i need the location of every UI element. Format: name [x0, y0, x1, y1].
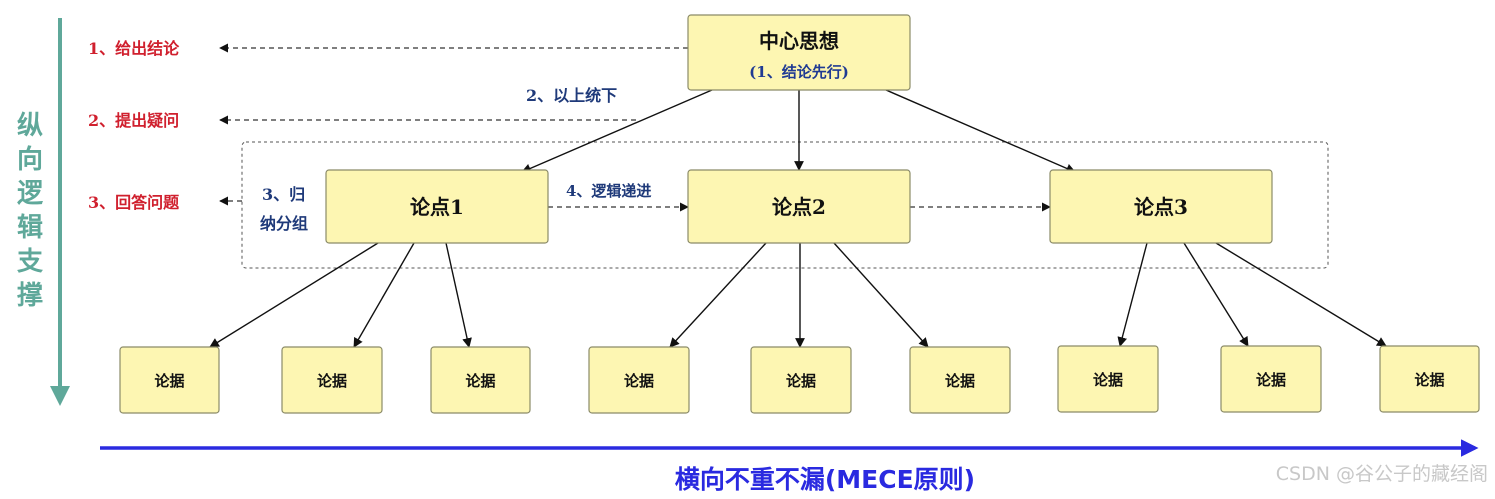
point-box [687, 169, 911, 244]
point-node-1: 论点1 [325, 169, 549, 244]
evidence-label: 论据 [1414, 371, 1444, 389]
point-node-2: 论点2 [687, 169, 911, 244]
evidence-node: 论据 [750, 346, 852, 414]
evidence-box [281, 346, 383, 414]
point-node-3: 论点3 [1049, 169, 1273, 244]
vertical-label: 纵 向 逻 辑 支 撑 [17, 111, 43, 311]
center-subtitle: (1、结论先行) [749, 63, 849, 81]
evidence-node: 论据 [430, 346, 531, 414]
evidence-label: 论据 [945, 372, 975, 390]
group-label-line1: 3、归 [262, 185, 305, 204]
edge-center-point3 [885, 89, 1076, 173]
evidence-box [1379, 345, 1480, 413]
evidence-box [1057, 345, 1159, 413]
evidence-box [430, 346, 531, 414]
top-down-label: 2、以上统下 [526, 86, 617, 105]
evidence-label: 论据 [317, 372, 347, 390]
point-label: 论点3 [1134, 195, 1188, 219]
edge-point2-evidence [669, 242, 767, 348]
edge-center-point1 [521, 89, 713, 174]
vertical-label-char: 纵 [17, 111, 43, 141]
edge-point1-evidence [445, 242, 472, 348]
point-label: 论点1 [410, 195, 464, 219]
evidence-node: 论据 [1220, 345, 1322, 413]
points-group-frame [241, 141, 1329, 269]
edge-point3-evidence [1183, 242, 1249, 347]
evidence-label: 论据 [786, 372, 816, 390]
edge-point2-evidence [833, 242, 929, 348]
evidence-node: 论据 [1379, 345, 1480, 413]
vertical-label-char: 撑 [17, 281, 43, 311]
evidence-label: 论据 [624, 372, 654, 390]
evidence-node: 论据 [1057, 345, 1159, 413]
evidence-node: 论据 [909, 346, 1011, 414]
evidence-label: 论据 [154, 372, 184, 390]
group-label-line2: 纳分组 [260, 214, 308, 233]
evidence-label: 论据 [465, 372, 495, 390]
edge-point3-evidence [1117, 242, 1148, 347]
step3-label: 3、回答问题 [88, 193, 180, 212]
evidence-box [909, 346, 1011, 414]
center-title: 中心思想 [759, 29, 839, 53]
evidence-node: 论据 [119, 346, 220, 414]
point-label: 论点2 [772, 195, 826, 219]
vertical-label-char: 逻 [17, 179, 43, 209]
edge-point3-evidence [1215, 242, 1387, 347]
evidence-label: 论据 [1093, 371, 1123, 389]
point-box [1049, 169, 1273, 244]
evidence-box [588, 346, 690, 414]
evidence-label: 论据 [1256, 371, 1286, 389]
step2-label: 2、提出疑问 [88, 111, 179, 130]
vertical-label-char: 支 [17, 247, 43, 277]
evidence-box [1220, 345, 1322, 413]
point-box [325, 169, 549, 244]
evidence-box [750, 346, 852, 414]
logic-label: 4、逻辑递进 [566, 182, 651, 200]
evidence-node: 论据 [281, 346, 383, 414]
edge-point1-evidence [209, 242, 379, 348]
center-box [687, 14, 911, 91]
vertical-label-char: 辑 [17, 213, 43, 243]
watermark: CSDN @谷公子的藏经阁 [1276, 463, 1488, 485]
evidence-box [119, 346, 220, 414]
horizontal-label: 横向不重不漏(MECE原则) [675, 465, 975, 494]
evidence-node: 论据 [588, 346, 690, 414]
vertical-label-char: 向 [17, 144, 43, 175]
center-node: 中心思想 (1、结论先行) [687, 14, 911, 91]
edge-point1-evidence [353, 242, 415, 348]
step1-label: 1、给出结论 [88, 39, 180, 58]
